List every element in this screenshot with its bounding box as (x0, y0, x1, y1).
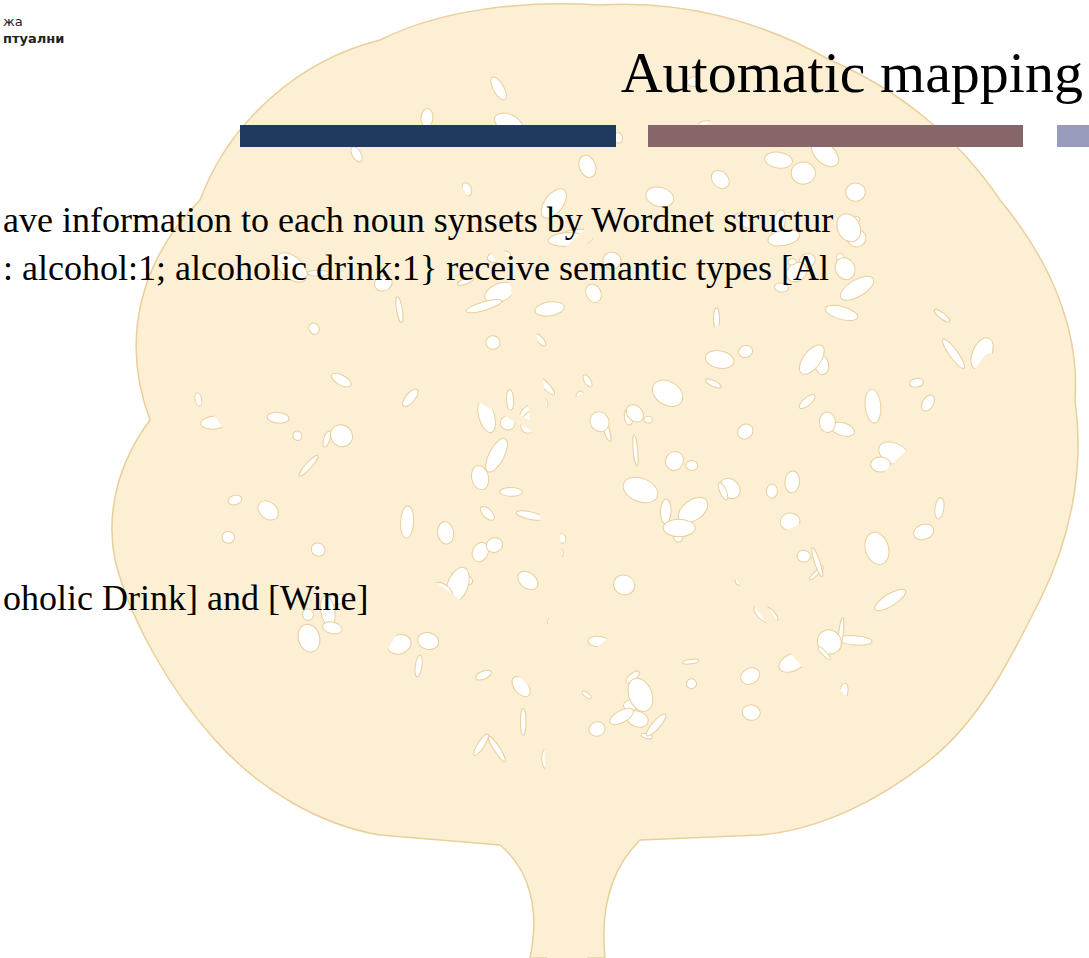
canopy-gap (488, 75, 510, 102)
canopy-gap (934, 497, 946, 520)
canopy-gap (295, 622, 323, 655)
canopy-gap (586, 408, 613, 435)
canopy-gap (471, 732, 490, 757)
canopy-gap (810, 547, 825, 577)
canopy-gap (414, 655, 424, 677)
canopy-gap (912, 522, 936, 543)
canopy-gap (704, 377, 722, 390)
bullet-text: ave information to each noun synsets by … (3, 202, 833, 238)
canopy-gap (349, 145, 365, 164)
canopy-gap (766, 484, 777, 499)
canopy-gap (292, 430, 302, 441)
canopy-gap (738, 665, 763, 688)
canopy-gap (784, 470, 801, 493)
canopy-gap (737, 344, 754, 359)
canopy-gap (741, 704, 761, 721)
canopy-gap (790, 161, 816, 185)
canopy-gap (416, 630, 440, 651)
canopy-gap (940, 337, 968, 371)
canopy-gap (716, 481, 729, 501)
canopy-gap (716, 474, 745, 503)
canopy-gap (588, 720, 607, 737)
canopy-gap (819, 412, 836, 433)
canopy-gap (474, 668, 492, 682)
canopy-gap (326, 420, 357, 451)
canopy-gap (478, 504, 497, 523)
canopy-gap (663, 519, 695, 537)
canopy-gap (662, 448, 686, 473)
canopy-gap (481, 435, 511, 475)
slide-title: Automatic mapping (621, 44, 1083, 102)
title-bar-navy (240, 125, 616, 147)
canopy-gap (764, 150, 794, 170)
canopy-gap (648, 375, 688, 412)
canopy-gap (812, 625, 846, 659)
bullet-text: oholic Drink] and [Wine] (3, 580, 368, 616)
title-bar-slate (1057, 125, 1089, 147)
canopy-gap (297, 453, 320, 478)
canopy-gap (817, 645, 832, 660)
canopy-gap (321, 620, 343, 636)
canopy-gap (465, 297, 503, 316)
canopy-gap (227, 494, 243, 507)
canopy-gap (581, 690, 592, 700)
canopy-gap (520, 708, 526, 735)
canopy-gap (632, 435, 639, 467)
canopy-gap (644, 712, 669, 739)
logo-text: птуални (3, 32, 64, 45)
canopy-gap (797, 392, 817, 411)
canopy-gap (514, 567, 541, 593)
canopy-gap (797, 550, 811, 563)
canopy-gap (685, 678, 697, 690)
canopy-gap (394, 296, 404, 323)
canopy-gap (685, 460, 698, 471)
canopy-gap (623, 401, 647, 425)
canopy-gap (400, 387, 421, 409)
canopy-gap (643, 415, 653, 423)
canopy-gap (581, 373, 594, 388)
canopy-gap (682, 658, 699, 664)
canopy-gap (221, 530, 235, 544)
canopy-gap (863, 388, 882, 423)
canopy-gap (254, 497, 282, 524)
canopy-gap (909, 377, 924, 388)
canopy-gap (861, 529, 893, 567)
tree-canopy (112, 4, 1078, 958)
canopy-gap (484, 334, 501, 351)
canopy-gap (708, 167, 733, 192)
canopy-gap (831, 254, 858, 283)
canopy-gap (832, 210, 865, 246)
canopy-gap (735, 421, 757, 443)
canopy-gap (420, 108, 433, 128)
canopy-gap (611, 572, 638, 598)
title-bar-mauve (648, 125, 1023, 147)
canopy-gap (660, 499, 671, 524)
canopy-gap (576, 153, 599, 180)
canopy-gap (795, 341, 829, 379)
canopy-gap (307, 321, 322, 336)
canopy-gap (436, 521, 455, 546)
canopy-gap (845, 182, 867, 203)
canopy-gap (506, 389, 514, 410)
canopy-gap (607, 705, 636, 728)
canopy-gap (329, 370, 353, 389)
canopy-gap (534, 300, 565, 318)
canopy-gap (486, 735, 507, 764)
canopy-gap (484, 536, 504, 555)
canopy-gap (933, 308, 952, 324)
logo-text: жа (3, 15, 23, 28)
canopy-gap (309, 540, 328, 558)
canopy-gap (266, 411, 289, 424)
canopy-gap (872, 585, 909, 614)
canopy-gap (500, 487, 523, 496)
bullet-text: : alcohol:1; alcoholic drink:1} receive … (3, 250, 829, 286)
tree-illustration (112, 4, 1078, 958)
canopy-gap (619, 472, 661, 507)
canopy-gap (469, 464, 491, 492)
canopy-gap (704, 348, 735, 371)
canopy-gap (400, 506, 415, 539)
canopy-gap (824, 302, 860, 323)
canopy-gap (919, 393, 937, 414)
